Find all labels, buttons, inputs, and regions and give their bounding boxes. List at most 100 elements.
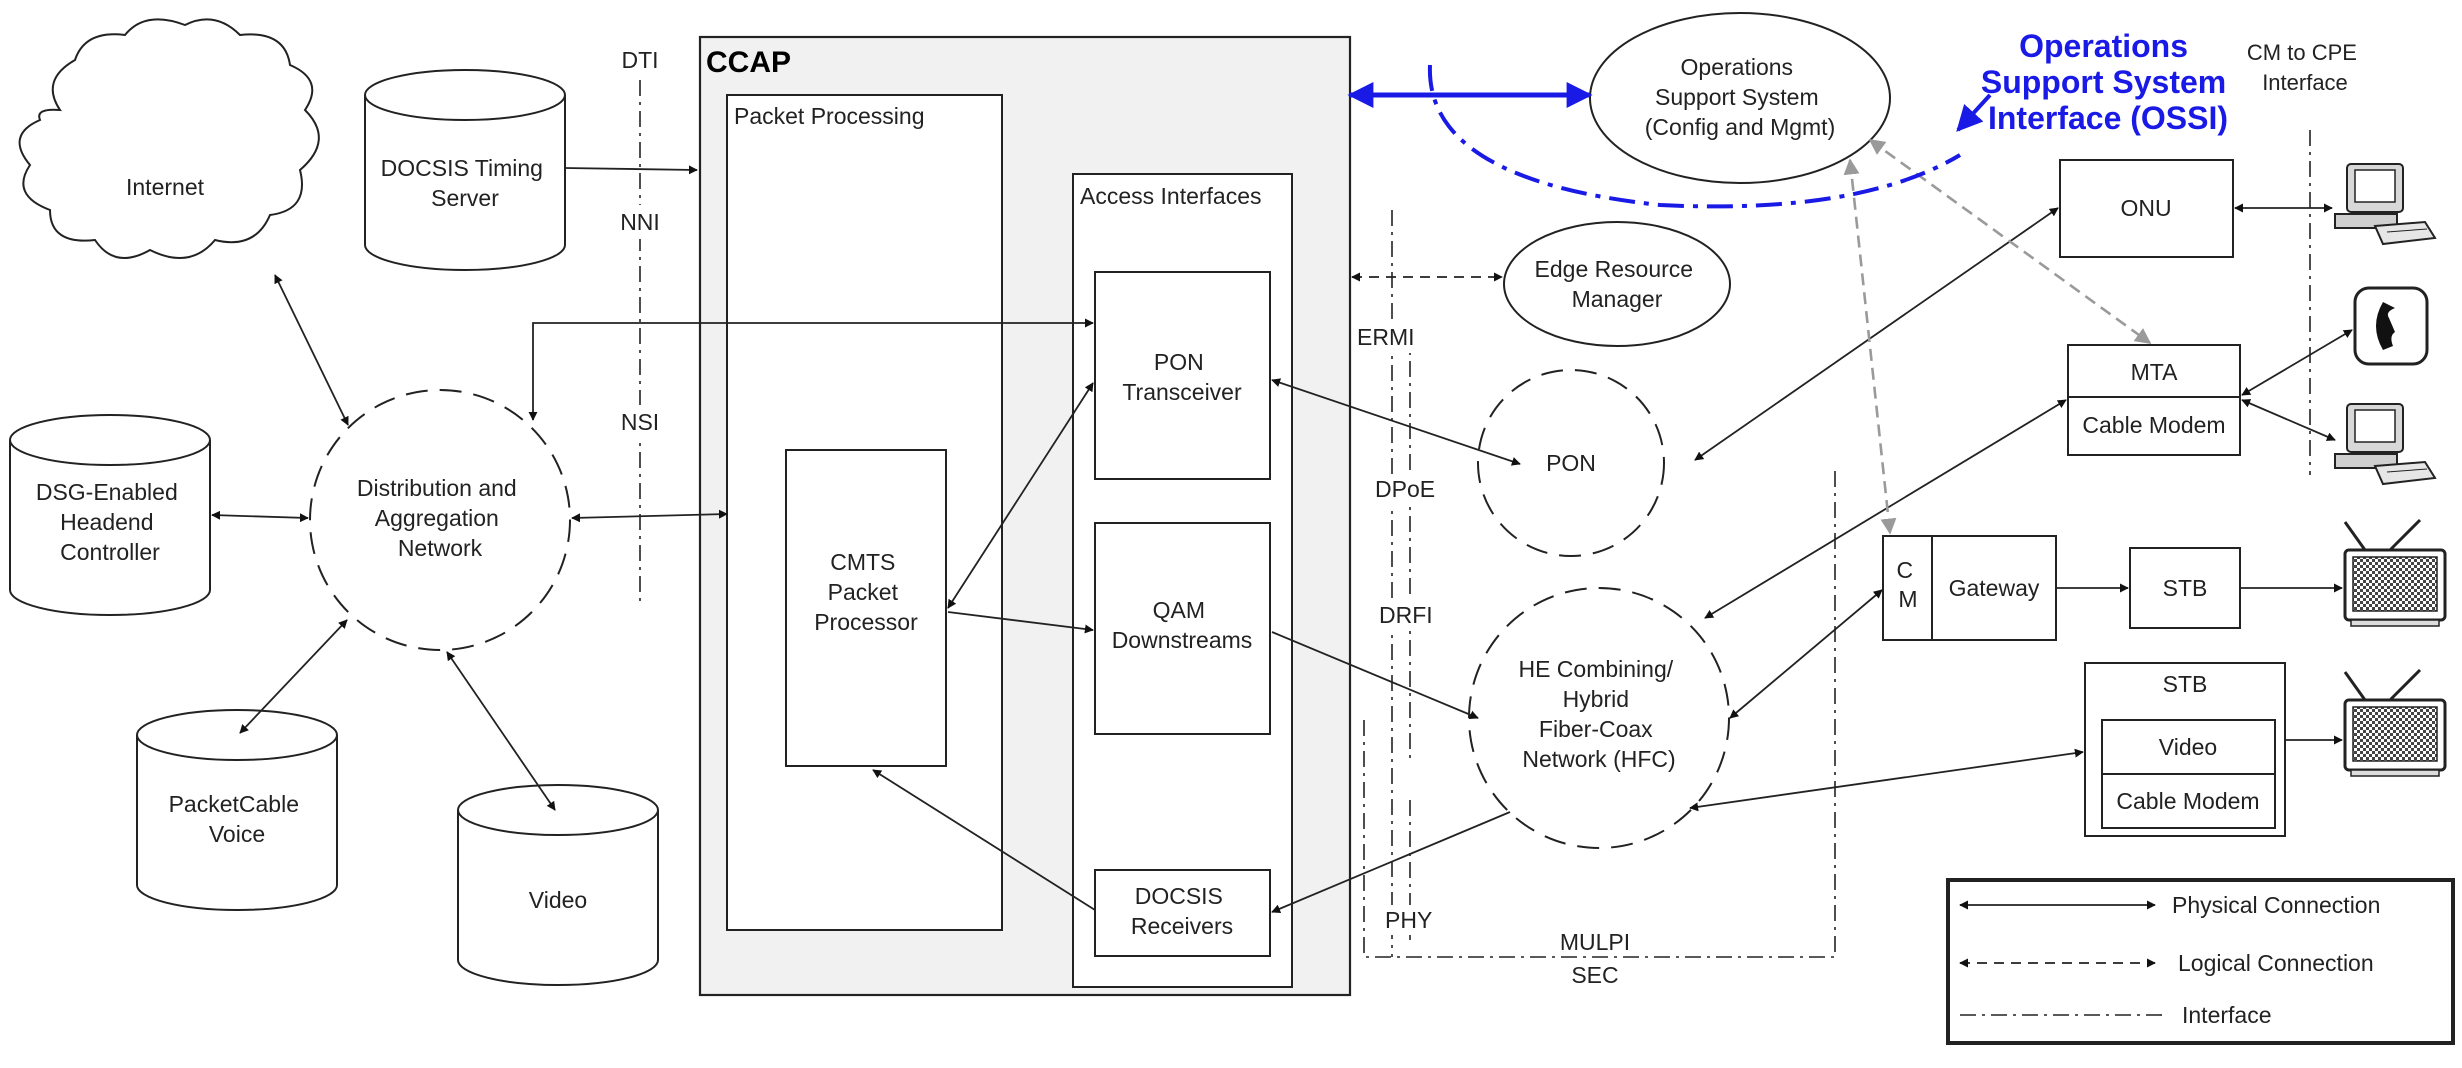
docsis-receivers-line-1: DOCSIS bbox=[1135, 883, 1223, 909]
stb-group-label: STB bbox=[2163, 671, 2208, 697]
dti-label: DTI bbox=[621, 47, 658, 73]
svg-text:DOCSIS Receivers: DOCSIS Receivers bbox=[1131, 883, 1233, 939]
hfc-line-2: Hybrid bbox=[1563, 686, 1629, 712]
svg-text:QAM Downstreams: QAM Downstreams bbox=[1112, 597, 1253, 653]
distribution-line-2: Aggregation bbox=[375, 505, 499, 531]
dsg-line-1: DSG-Enabled bbox=[36, 479, 178, 505]
telephone-icon bbox=[2353, 286, 2429, 366]
docsis-receivers: DOCSIS Receivers bbox=[1094, 869, 1271, 957]
mta-cable-modem: MTA Cable Modem bbox=[2067, 344, 2241, 456]
edge-resource-manager: Edge Resource Manager bbox=[1503, 221, 1731, 347]
dsg-headend-controller: DSG-Enabled Headend Controller bbox=[9, 414, 211, 616]
computer-icon bbox=[2334, 403, 2437, 486]
pon-network-label: PON bbox=[1546, 450, 1596, 476]
hfc-line-4: Network (HFC) bbox=[1522, 746, 1675, 772]
sec-label: SEC bbox=[1571, 962, 1618, 988]
packet-processing-label: Packet Processing bbox=[734, 103, 924, 129]
drfi-label: DRFI bbox=[1379, 602, 1433, 628]
svg-text:DOCSIS Timing Server: DOCSIS Timing Server bbox=[381, 155, 550, 211]
television-icon bbox=[2343, 518, 2447, 627]
svg-text:PON Transceiver: PON Transceiver bbox=[1122, 349, 1242, 405]
legend-interface-label: Interface bbox=[2182, 1002, 2272, 1028]
hfc-network: HE Combining/ Hybrid Fiber-Coax Network … bbox=[1468, 587, 1730, 849]
legend-physical-label: Physical Connection bbox=[2172, 892, 2380, 918]
logical-connections bbox=[1351, 138, 2152, 535]
qam-line-1: QAM bbox=[1153, 597, 1205, 623]
onu-label: ONU bbox=[2120, 195, 2171, 221]
ossi-interface bbox=[1347, 64, 1992, 209]
hfc-line-1: HE Combining/ bbox=[1518, 656, 1673, 682]
gateway-label: Gateway bbox=[1949, 575, 2040, 601]
nni-label: NNI bbox=[620, 209, 660, 235]
mulpi-label: MULPI bbox=[1560, 929, 1630, 955]
operations-support-system: Operations Support System (Config and Mg… bbox=[1589, 12, 1891, 184]
svg-text:PacketCable Voice: PacketCable Voice bbox=[169, 791, 306, 847]
svg-text:CM to CPE Interface: CM to CPE Interface bbox=[2247, 40, 2363, 95]
cmts-line-2: Packet bbox=[828, 579, 899, 605]
onu-box: ONU bbox=[2059, 159, 2234, 258]
dsg-line-2: Headend bbox=[60, 509, 153, 535]
distribution-aggregation-network: Distribution and Aggregation Network bbox=[309, 389, 571, 651]
oss-line-1: Operations bbox=[1681, 54, 1794, 80]
stb-label: STB bbox=[2163, 575, 2208, 601]
cmts-line-3: Processor bbox=[814, 609, 918, 635]
phy-label: PHY bbox=[1385, 907, 1432, 933]
cm-cpe-line-2: Interface bbox=[2262, 70, 2348, 95]
svg-text:CMTS Packet Proces: CMTS Packet Processor bbox=[814, 549, 918, 635]
qam-line-2: Downstreams bbox=[1112, 627, 1253, 653]
video-server-label: Video bbox=[529, 887, 587, 913]
ossi-line-3: Interface (OSSI) bbox=[1988, 100, 2228, 136]
mulpi-sec-interface-line bbox=[1363, 470, 1836, 958]
erm-line-2: Manager bbox=[1572, 286, 1663, 312]
pon-transceiver: PON Transceiver bbox=[1094, 271, 1271, 480]
stb-box: STB bbox=[2129, 547, 2241, 629]
dpoe-label: DPoE bbox=[1375, 476, 1435, 502]
svg-text:Operations Support Syste: Operations Support System (Config and Mg… bbox=[1645, 54, 1835, 140]
svg-text:HE Combining/ Hybrid: HE Combining/ Hybrid Fiber-Coax Network … bbox=[1518, 656, 1679, 772]
nsi-label: NSI bbox=[621, 409, 659, 435]
stb-video-label: Video bbox=[2159, 734, 2217, 760]
docsis-receivers-line-2: Receivers bbox=[1131, 913, 1233, 939]
packetcable-line-2: Voice bbox=[209, 821, 265, 847]
ossi-line-2: Support System bbox=[1981, 64, 2226, 100]
cmts-packet-processor: CMTS Packet Processor bbox=[785, 449, 947, 767]
packetcable-line-1: PacketCable bbox=[169, 791, 299, 817]
ccap-title: CCAP bbox=[706, 46, 791, 79]
access-interfaces-label: Access Interfaces bbox=[1080, 183, 1262, 209]
oss-line-2: Support System bbox=[1655, 84, 1819, 110]
distribution-line-3: Network bbox=[398, 535, 483, 561]
internet-cloud: Internet bbox=[18, 18, 320, 259]
pon-transceiver-line-2: Transceiver bbox=[1122, 379, 1242, 405]
legend: Physical Connection Logical Connection I… bbox=[1946, 878, 2455, 1045]
stb-cable-modem-label: Cable Modem bbox=[2116, 788, 2259, 814]
docsis-timing-server: DOCSIS Timing Server bbox=[364, 69, 566, 271]
svg-text:Edge Resource Manager: Edge Resource Manager bbox=[1535, 256, 1700, 312]
svg-text:Distribution and Aggrega: Distribution and Aggregation Network bbox=[357, 475, 523, 561]
cm-line-2: M bbox=[1898, 586, 1917, 612]
computer-icon bbox=[2334, 163, 2437, 246]
svg-text:Operations Support System: Operations Support System Interface (OSS… bbox=[1981, 28, 2235, 136]
svg-text:DSG-Enabled Headend: DSG-Enabled Headend Controller bbox=[36, 479, 184, 565]
timing-server-line-1: DOCSIS Timing bbox=[381, 155, 543, 181]
cmts-line-1: CMTS bbox=[830, 549, 895, 575]
pon-transceiver-line-1: PON bbox=[1154, 349, 1204, 375]
ermi-label: ERMI bbox=[1357, 324, 1415, 350]
pon-network: PON bbox=[1477, 369, 1665, 557]
ossi-line-1: Operations bbox=[2019, 28, 2188, 64]
television-icon bbox=[2343, 668, 2447, 777]
distribution-line-1: Distribution and bbox=[357, 475, 517, 501]
cm-gateway-box: C M Gateway bbox=[1882, 535, 2057, 641]
dsg-line-3: Controller bbox=[60, 539, 160, 565]
timing-server-line-2: Server bbox=[431, 185, 499, 211]
packetcable-voice: PacketCable Voice bbox=[136, 709, 338, 911]
legend-logical-label: Logical Connection bbox=[2178, 950, 2374, 976]
oss-line-3: (Config and Mgmt) bbox=[1645, 114, 1835, 140]
internet-label: Internet bbox=[126, 174, 205, 200]
hfc-line-3: Fiber-Coax bbox=[1539, 716, 1653, 742]
cm-line-1: C bbox=[1896, 557, 1913, 583]
erm-line-1: Edge Resource bbox=[1535, 256, 1694, 282]
mta-label: MTA bbox=[2131, 359, 2179, 385]
cm-cpe-line-1: CM to CPE bbox=[2247, 40, 2357, 65]
video-server: Video bbox=[457, 784, 659, 986]
